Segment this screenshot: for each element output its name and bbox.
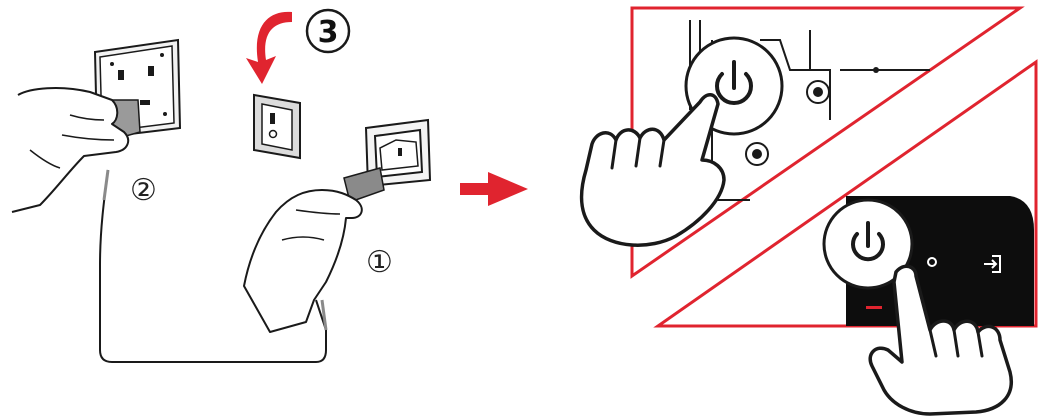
step-2-number: ② xyxy=(130,173,157,208)
rocker-switch-icon xyxy=(254,95,300,158)
right-arrow-icon xyxy=(460,172,528,206)
hand-inlet-icon xyxy=(244,168,384,332)
step-1-number: ① xyxy=(366,245,393,280)
cable-grey-segment xyxy=(104,170,108,200)
curved-arrow-icon xyxy=(246,12,292,84)
hand-plug-icon xyxy=(12,88,128,212)
step-3-number: 3 xyxy=(318,15,339,50)
